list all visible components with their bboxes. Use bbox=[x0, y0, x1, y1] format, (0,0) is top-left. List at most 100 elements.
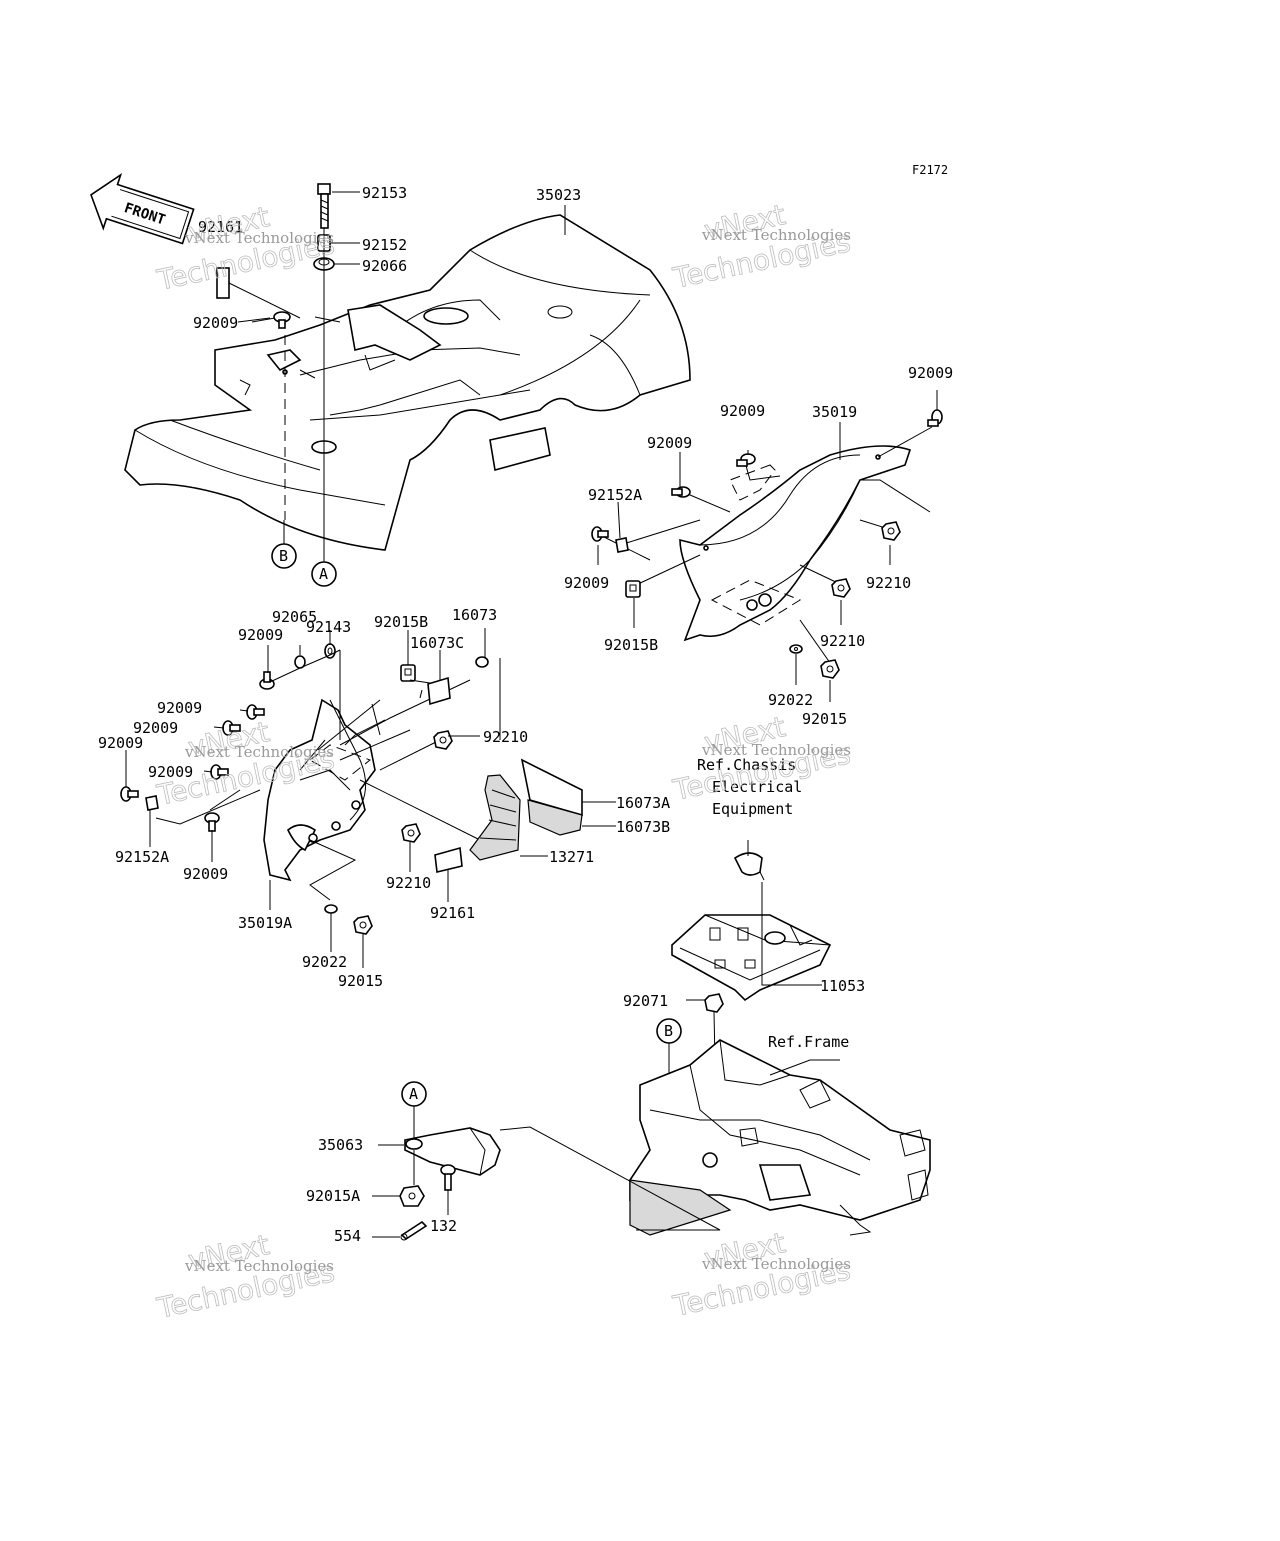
label-92065: 92065 bbox=[272, 608, 317, 626]
label-92009-l5: 92009 bbox=[148, 763, 193, 781]
screw-92009-r2 bbox=[736, 453, 756, 467]
bolt-92153 bbox=[317, 183, 331, 229]
figure-id: F2172 bbox=[912, 163, 948, 177]
label-92009-l1: 92009 bbox=[238, 626, 283, 644]
nut-92210-r2 bbox=[831, 578, 851, 598]
nut-92210-l1 bbox=[433, 730, 453, 750]
rear-fender-35023 bbox=[124, 214, 691, 551]
nut-92015A bbox=[399, 1185, 425, 1207]
label-92210-l1: 92210 bbox=[483, 728, 528, 746]
ref-frame: Ref.Frame bbox=[768, 1033, 849, 1051]
label-92210-r1: 92210 bbox=[866, 574, 911, 592]
label-35063: 35063 bbox=[318, 1136, 363, 1154]
label-92153: 92153 bbox=[362, 184, 407, 202]
pad-16073C bbox=[427, 676, 451, 706]
ref-chassis-line2: Electrical bbox=[712, 778, 802, 796]
label-16073: 16073 bbox=[452, 606, 497, 624]
label-92152A-l: 92152A bbox=[115, 848, 169, 866]
front-arrow-icon: FRONT bbox=[90, 173, 195, 245]
label-11053: 11053 bbox=[820, 977, 865, 995]
callout-a-top: A bbox=[311, 560, 337, 587]
label-92161-top: 92161 bbox=[198, 218, 243, 236]
screw-92009-l4 bbox=[120, 786, 139, 802]
mud-guard-35019 bbox=[679, 445, 912, 642]
nut-92210-l2 bbox=[401, 823, 421, 843]
label-16073C: 16073C bbox=[410, 634, 464, 652]
callout-b-frame: B bbox=[656, 1018, 682, 1100]
watermark-6-small: vNext Technologies bbox=[701, 1255, 851, 1273]
bolt-132 bbox=[440, 1164, 456, 1191]
label-132: 132 bbox=[430, 1217, 457, 1235]
label-92022-r: 92022 bbox=[768, 691, 813, 709]
screw-92009-r1 bbox=[927, 409, 943, 427]
clip-92015B-l bbox=[400, 664, 416, 682]
pin-554 bbox=[400, 1220, 428, 1241]
pad-92161-l bbox=[434, 846, 463, 873]
label-92210-r2: 92210 bbox=[820, 632, 865, 650]
battery-case-11053 bbox=[671, 914, 832, 1002]
band-clip bbox=[733, 852, 765, 881]
label-16073A: 16073A bbox=[616, 794, 670, 812]
label-92152A-r: 92152A bbox=[588, 486, 642, 504]
label-92071: 92071 bbox=[623, 992, 668, 1010]
label-92143: 92143 bbox=[306, 618, 351, 636]
heat-guard-13271 bbox=[469, 774, 521, 861]
screw-92009-r4 bbox=[591, 526, 609, 542]
label-92009-r3: 92009 bbox=[647, 434, 692, 452]
watermark-5-small: vNext Technologies bbox=[184, 1257, 334, 1275]
watermark-3-small: vNext Technologies bbox=[184, 743, 334, 761]
label-92015-r: 92015 bbox=[802, 710, 847, 728]
ref-chassis-line1: Ref.Chassis bbox=[697, 756, 796, 774]
label-92009-l3: 92009 bbox=[133, 719, 178, 737]
label-92015B-r: 92015B bbox=[604, 636, 658, 654]
nut-92015-l bbox=[353, 915, 373, 935]
svg-text:B: B bbox=[664, 1022, 673, 1040]
label-92015A: 92015A bbox=[306, 1187, 360, 1205]
screw-92009-l6 bbox=[204, 812, 220, 832]
label-92009-r2: 92009 bbox=[720, 402, 765, 420]
label-92210-l2: 92210 bbox=[386, 874, 431, 892]
label-92015B-l: 92015B bbox=[374, 613, 428, 631]
nut-92071 bbox=[704, 993, 724, 1013]
collar-92152A-l bbox=[145, 795, 159, 811]
frame-assembly bbox=[629, 1039, 931, 1236]
callout-b-top: B bbox=[271, 520, 297, 569]
label-554: 554 bbox=[334, 1227, 361, 1245]
label-92009-top: 92009 bbox=[193, 314, 238, 332]
nut-92015-r bbox=[820, 659, 840, 679]
label-92009-l2: 92009 bbox=[157, 699, 202, 717]
stay-35063 bbox=[404, 1127, 501, 1176]
label-92161-l: 92161 bbox=[430, 904, 475, 922]
guard-16073B bbox=[527, 799, 583, 836]
label-92009-l6: 92009 bbox=[183, 865, 228, 883]
label-16073B: 16073B bbox=[616, 818, 670, 836]
watermark-4-small: vNext Technologies bbox=[701, 741, 851, 759]
label-92022-l: 92022 bbox=[302, 953, 347, 971]
screw-92009-l2 bbox=[246, 704, 265, 720]
label-35019A: 35019A bbox=[238, 914, 292, 932]
label-35019: 35019 bbox=[812, 403, 857, 421]
screw-92009-r3 bbox=[671, 486, 691, 498]
callout-a-stay: A bbox=[401, 1081, 427, 1140]
mud-guard-35019A bbox=[263, 698, 376, 882]
nut-92210-r1 bbox=[881, 521, 901, 541]
ref-chassis-line3: Equipment bbox=[712, 800, 793, 818]
svg-text:B: B bbox=[279, 547, 288, 565]
svg-text:A: A bbox=[409, 1085, 418, 1103]
washer-92022-r bbox=[789, 644, 803, 654]
clip-92015B-r bbox=[625, 580, 641, 598]
screw-92009-top bbox=[273, 311, 291, 329]
washer-16073 bbox=[475, 656, 489, 668]
label-13271: 13271 bbox=[549, 848, 594, 866]
collar-92152A-r bbox=[615, 537, 629, 553]
label-92009-l4: 92009 bbox=[98, 734, 143, 752]
watermark-2-small: vNext Technologies bbox=[701, 226, 851, 244]
label-92152: 92152 bbox=[362, 236, 407, 254]
label-35023: 35023 bbox=[536, 186, 581, 204]
label-92009-r4: 92009 bbox=[564, 574, 609, 592]
watermark-1-small: vNext Technologies bbox=[184, 229, 334, 247]
svg-text:A: A bbox=[319, 565, 328, 583]
screw-92009-l1 bbox=[259, 671, 275, 690]
